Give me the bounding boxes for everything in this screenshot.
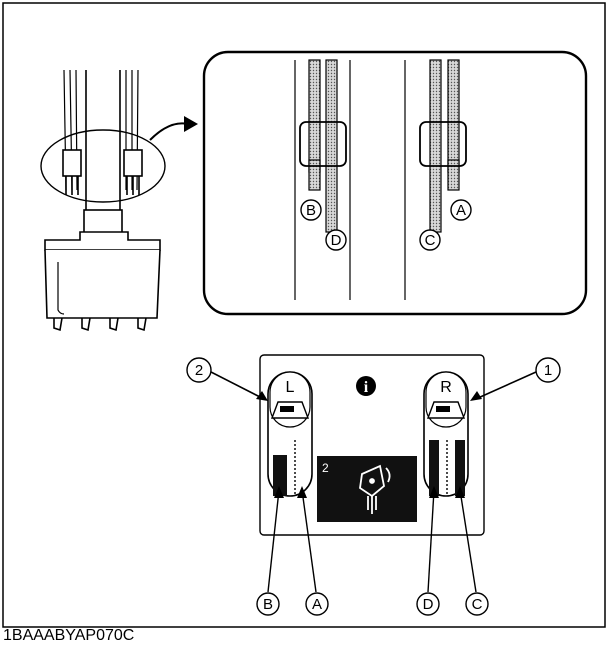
zoom-arrow-head	[184, 116, 198, 132]
label-A-panel-text: A	[312, 596, 322, 613]
leader-lines	[267, 489, 477, 593]
right-pedal	[423, 371, 469, 497]
label-B-panel-text: B	[263, 596, 273, 613]
label-D-panel: D	[416, 592, 440, 616]
zoom-inset	[202, 50, 588, 316]
figure-caption: 1BAAABYAP070C	[3, 627, 135, 644]
machine-overview	[40, 69, 166, 332]
label-C-zoom: C	[419, 229, 441, 251]
label-B-zoom: B	[300, 199, 322, 221]
function-panel	[317, 456, 417, 522]
label-C-panel-text: C	[472, 596, 483, 613]
label-A-zoom: A	[450, 199, 472, 221]
left-pedal-label: L	[286, 379, 295, 396]
label-B-zoom-text: B	[306, 202, 316, 219]
label-C-panel: C	[465, 592, 489, 616]
label-C-zoom-text: C	[425, 232, 436, 249]
left-pedal	[267, 371, 313, 497]
bucket-tilt-icon	[359, 464, 391, 514]
label-D-panel-text: D	[423, 596, 434, 613]
label-A-zoom-text: A	[456, 202, 466, 219]
callout-2: 2	[186, 357, 268, 401]
callout-1: 1	[470, 357, 561, 401]
info-icon-text: i	[364, 379, 369, 396]
control-label-panel: L R i 2	[259, 354, 485, 536]
callout-2-text: 2	[195, 362, 203, 379]
callout-1-text: 1	[544, 362, 552, 379]
label-D-zoom: D	[325, 229, 347, 251]
function-panel-number: 2	[322, 461, 329, 475]
label-A-panel: A	[305, 592, 329, 616]
label-B-panel: B	[256, 592, 280, 616]
right-pedal-label: R	[440, 379, 452, 396]
info-icon: i	[356, 376, 376, 396]
label-D-zoom-text: D	[331, 232, 342, 249]
leader-arrowheads	[274, 486, 465, 498]
